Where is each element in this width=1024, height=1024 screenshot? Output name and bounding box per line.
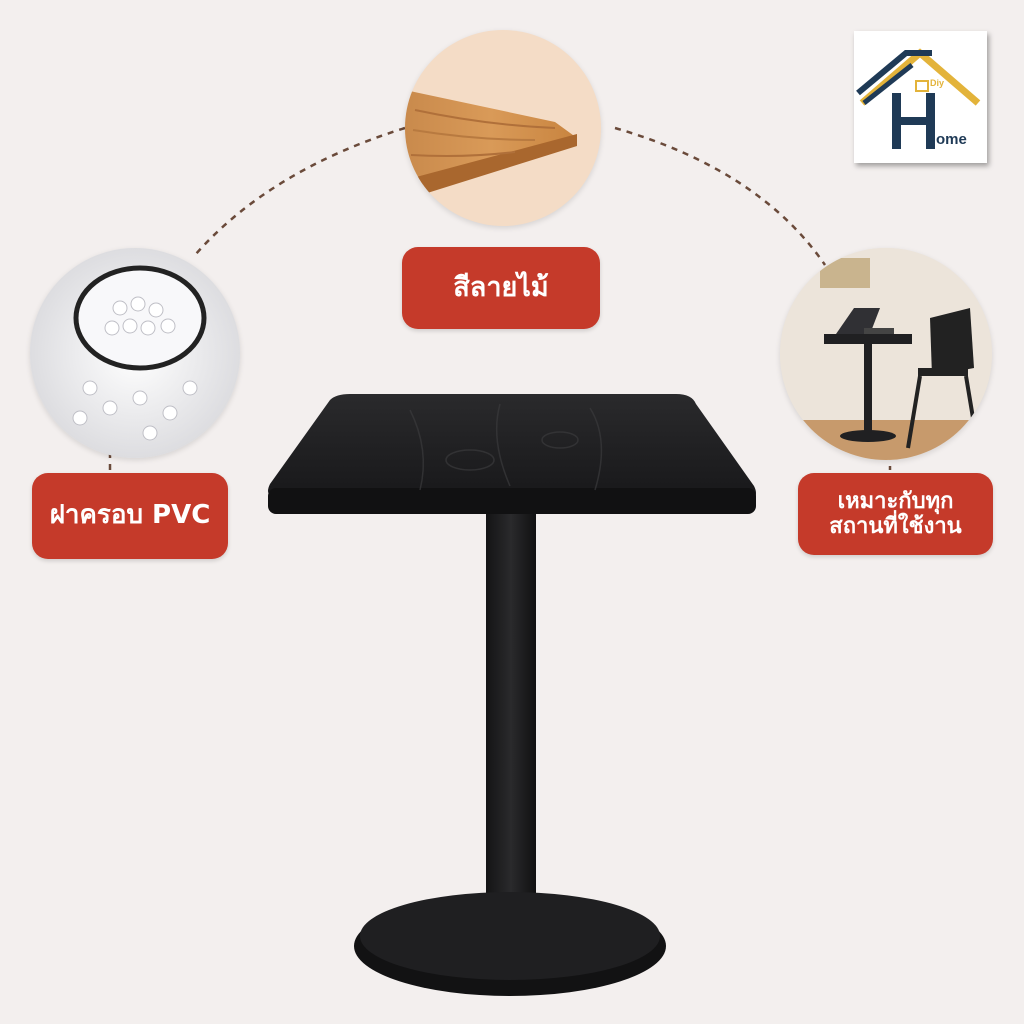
pvc-cover-label: ฝาครอบ PVC bbox=[32, 473, 228, 559]
suitable-places-label: เหมาะกับทุก สถานที่ใช้งาน bbox=[798, 473, 993, 555]
logo-text: ome bbox=[936, 131, 967, 148]
wood-pattern-image bbox=[405, 30, 601, 226]
room-scene-image bbox=[780, 248, 992, 460]
square-table-image bbox=[268, 394, 756, 996]
pvc-granules-image bbox=[30, 248, 240, 458]
brand-logo: ome Diy bbox=[854, 31, 987, 163]
wood-pattern-label: สีลายไม้ bbox=[402, 247, 600, 329]
house-logo-icon bbox=[856, 48, 981, 149]
logo-small-text: Diy bbox=[930, 78, 945, 88]
